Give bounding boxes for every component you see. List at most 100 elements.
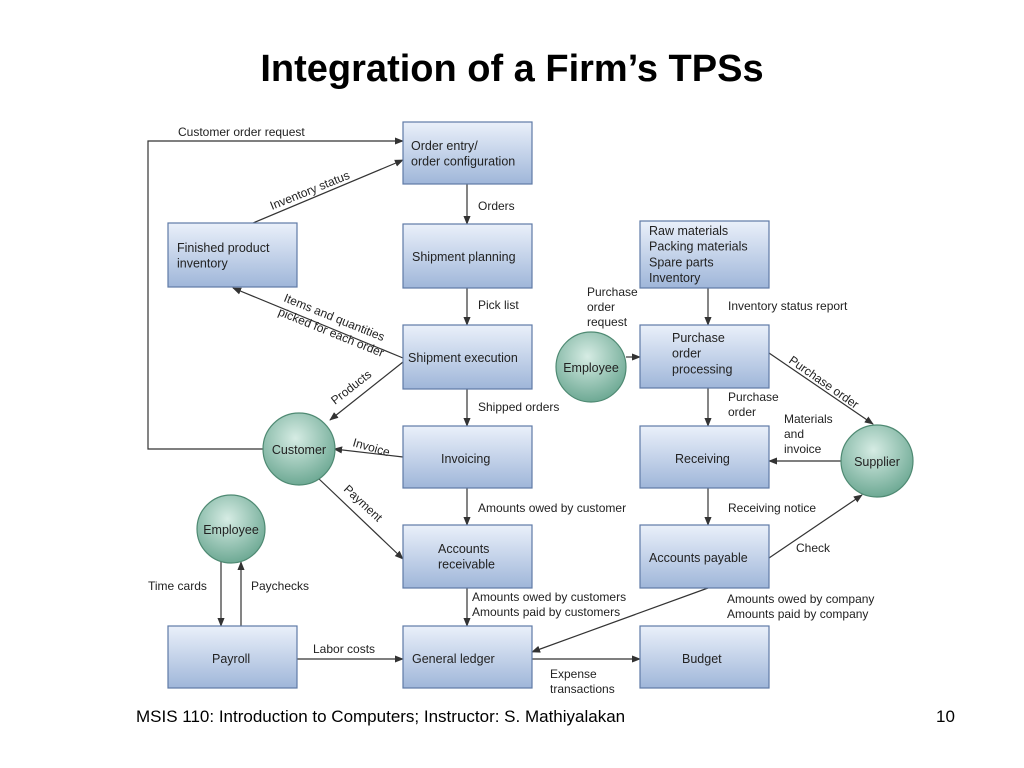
edge-label-time-cards: Time cards <box>148 579 207 593</box>
label-line: transactions <box>550 682 615 696</box>
label-line: Payroll <box>212 652 250 666</box>
node-invoicing: Invoicing <box>402 425 533 489</box>
label-line: Employee <box>203 523 259 537</box>
edge-inventory-status-report: Inventory status report <box>704 288 848 326</box>
edge-label-invoice: Invoice <box>351 435 392 459</box>
label-line: Purchase <box>587 285 638 299</box>
label-line: order <box>587 300 615 314</box>
label-line: Pick list <box>478 298 519 312</box>
edge-receiving-notice: Receiving notice <box>704 488 816 526</box>
label-line: order <box>728 405 756 419</box>
label-line: Finished product <box>177 241 270 255</box>
label-line: Purchase <box>672 331 725 345</box>
label-line: General ledger <box>412 652 495 666</box>
edge-customer-order-request: Customer order request <box>147 125 404 450</box>
label-line: Spare parts <box>649 255 714 269</box>
node-label-finished-product-inventory: Finished product inventory <box>177 241 270 271</box>
label-line: Paychecks <box>251 579 309 593</box>
edge-label-pick-list: Pick list <box>478 298 519 312</box>
label-line: Inventory <box>649 271 701 285</box>
label-line: Amounts paid by company <box>727 607 868 621</box>
label-line: Check <box>796 541 831 555</box>
node-supplier: Supplier <box>840 424 914 498</box>
node-accounts-payable: Accounts payable <box>639 524 770 589</box>
label-line: Customer order request <box>178 125 305 139</box>
edge-shipped-orders: Shipped orders <box>463 389 559 427</box>
edge-time-cards: Time cards <box>148 562 225 627</box>
label-line: Shipment planning <box>412 250 516 264</box>
edge-items-picked: Items and quantitiespicked for each orde… <box>232 287 404 360</box>
label-line: Amounts owed by customers <box>472 590 626 604</box>
footer-course-info: MSIS 110: Introduction to Computers; Ins… <box>136 707 626 726</box>
label-line: Amounts owed by customer <box>478 501 626 515</box>
label-line: Expense <box>550 667 597 681</box>
node-label-shipment-planning: Shipment planning <box>412 250 516 264</box>
label-line: Materials <box>784 412 833 426</box>
node-budget: Budget <box>639 625 770 689</box>
node-label-accounts-payable: Accounts payable <box>649 551 748 565</box>
edge-label-paychecks: Paychecks <box>251 579 309 593</box>
edge-inventory-status: Inventory status <box>252 159 404 224</box>
edge-label-purchase-order-to-supplier: Purchase order <box>786 353 861 412</box>
page-number: 10 <box>936 707 955 726</box>
node-label-shipment-execution: Shipment execution <box>408 351 518 365</box>
edge-labor-costs: Labor costs <box>297 642 404 663</box>
edge-label-customer-order-request: Customer order request <box>178 125 305 139</box>
label-line: Customer <box>272 443 326 457</box>
label-line: Purchase <box>728 390 779 404</box>
node-label-employee-left: Employee <box>203 523 259 537</box>
node-receiving: Receiving <box>639 425 770 489</box>
node-finished-product-inventory: Finished product inventory <box>167 222 298 288</box>
label-line: Products <box>328 367 374 407</box>
label-line: order configuration <box>411 155 515 169</box>
node-label-payroll: Payroll <box>212 652 250 666</box>
label-line: receivable <box>438 558 495 572</box>
label-line: Orders <box>478 199 515 213</box>
edge-pick-list: Pick list <box>463 288 519 326</box>
edge-products: Products <box>328 361 404 421</box>
edge-invoice: Invoice <box>333 435 404 459</box>
edge-label-check: Check <box>796 541 831 555</box>
label-line: Supplier <box>854 455 900 469</box>
label-line: invoice <box>784 442 822 456</box>
label-line: Inventory status <box>268 168 352 213</box>
edge-label-amounts-owed-by-customer: Amounts owed by customer <box>478 501 626 515</box>
label-line: Labor costs <box>313 642 375 656</box>
node-label-customer: Customer <box>272 443 326 457</box>
node-shipment-execution: Shipment execution <box>402 324 533 390</box>
edge-label-labor-costs: Labor costs <box>313 642 375 656</box>
label-line: Shipped orders <box>478 400 559 414</box>
label-line: order <box>672 347 701 361</box>
edge-amounts-owed-by-customer: Amounts owed by customer <box>463 488 626 526</box>
edge-label-inventory-status-report: Inventory status report <box>728 299 848 313</box>
edge-label-payment: Payment <box>341 482 386 525</box>
edge-label-items-picked: Items and quantitiespicked for each orde… <box>276 291 391 360</box>
edge-paychecks: Paychecks <box>237 561 309 626</box>
edge-payment: Payment <box>317 477 404 560</box>
label-line: and <box>784 427 804 441</box>
label-line: inventory <box>177 257 228 271</box>
label-line: Shipment execution <box>408 351 518 365</box>
edge-label-inventory-status: Inventory status <box>268 168 352 213</box>
node-label-order-entry: Order entry/order configuration <box>411 139 515 169</box>
edge-check: Check <box>768 494 863 559</box>
label-line: processing <box>672 362 732 376</box>
label-line: Accounts payable <box>649 551 748 565</box>
label-line: Inventory status report <box>728 299 848 313</box>
label-line: Receiving <box>675 452 730 466</box>
